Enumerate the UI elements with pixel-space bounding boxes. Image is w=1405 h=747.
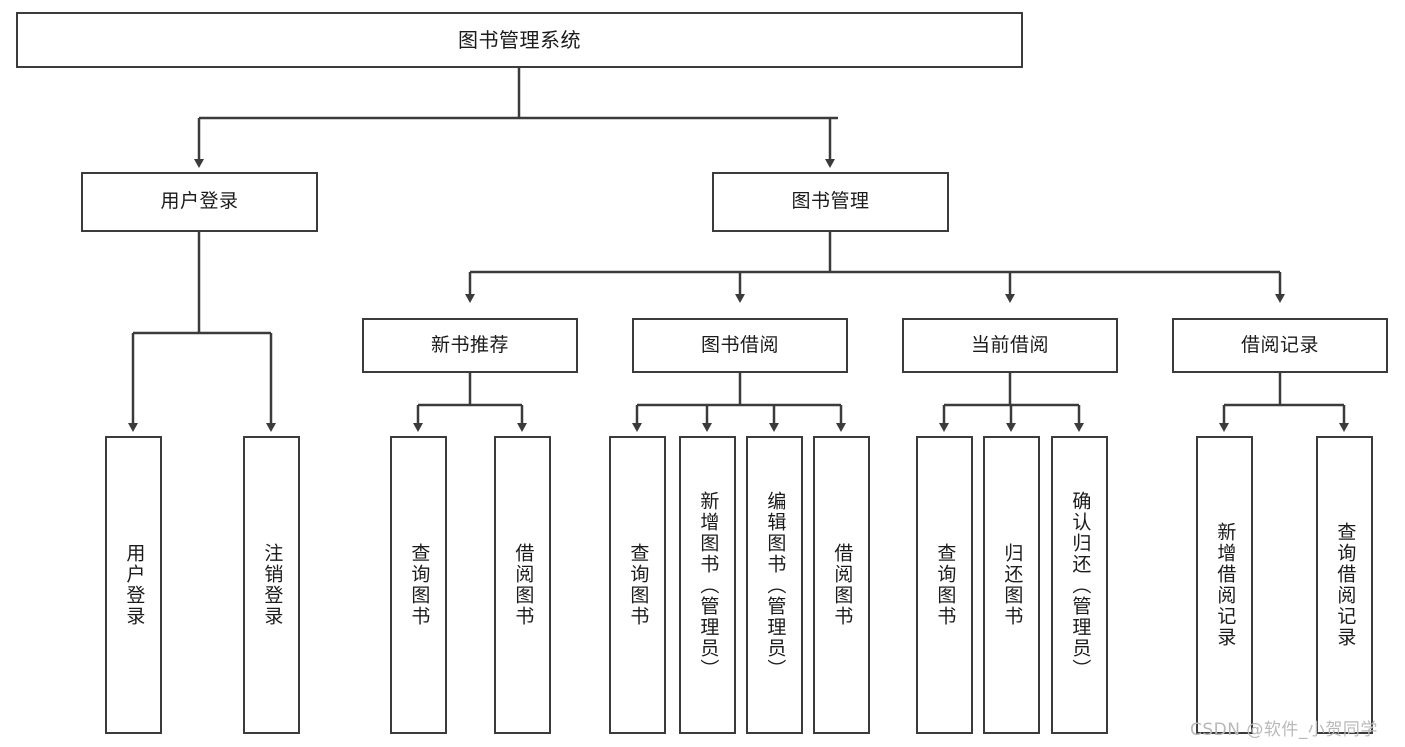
node-root-label: 图书管理系统 — [458, 27, 581, 52]
node-leaf-query-book-new-label: 查询图书 — [408, 543, 431, 627]
node-leaf-logout[interactable]: 注销登录 — [243, 436, 300, 734]
node-new-book-recommend[interactable]: 新书推荐 — [362, 318, 578, 373]
node-borrow-record[interactable]: 借阅记录 — [1172, 318, 1388, 373]
node-leaf-logout-label: 注销登录 — [261, 543, 284, 627]
node-book-borrow-label: 图书借阅 — [700, 333, 779, 356]
csdn-watermark: CSDN @软件_小贺同学 — [1190, 720, 1378, 740]
node-leaf-query-book-current-label: 查询图书 — [934, 543, 957, 627]
node-leaf-edit-book-admin-label: 编辑图书（管理员） — [764, 490, 787, 680]
node-leaf-user-login[interactable]: 用户登录 — [105, 436, 162, 734]
node-book-management-label: 图书管理 — [791, 190, 870, 213]
node-leaf-confirm-return-admin-label: 确认归还（管理员） — [1069, 490, 1092, 680]
node-leaf-return-book[interactable]: 归还图书 — [983, 436, 1040, 734]
node-leaf-return-book-label: 归还图书 — [1001, 543, 1024, 627]
node-current-borrow-label: 当前借阅 — [970, 333, 1049, 356]
node-leaf-add-borrow-record[interactable]: 新增借阅记录 — [1196, 436, 1253, 734]
node-leaf-query-borrow-record[interactable]: 查询借阅记录 — [1316, 436, 1373, 734]
node-leaf-add-book-admin-label: 新增图书（管理员） — [697, 490, 720, 680]
node-borrow-record-label: 借阅记录 — [1240, 333, 1319, 356]
node-leaf-query-book-new[interactable]: 查询图书 — [390, 436, 447, 734]
node-leaf-confirm-return-admin[interactable]: 确认归还（管理员） — [1051, 436, 1108, 734]
node-leaf-query-book-borrow-label: 查询图书 — [627, 543, 650, 627]
node-book-borrow[interactable]: 图书借阅 — [632, 318, 848, 373]
node-leaf-borrow-book-new-label: 借阅图书 — [512, 543, 535, 627]
node-user-login[interactable]: 用户登录 — [81, 172, 318, 232]
node-user-login-label: 用户登录 — [160, 190, 239, 213]
node-root[interactable]: 图书管理系统 — [16, 12, 1023, 68]
node-book-management[interactable]: 图书管理 — [712, 172, 949, 232]
node-leaf-query-borrow-record-label: 查询借阅记录 — [1334, 522, 1357, 648]
node-leaf-borrow-book[interactable]: 借阅图书 — [813, 436, 870, 734]
node-leaf-query-book-current[interactable]: 查询图书 — [916, 436, 973, 734]
node-current-borrow[interactable]: 当前借阅 — [902, 318, 1118, 373]
node-leaf-borrow-book-label: 借阅图书 — [831, 543, 854, 627]
node-new-book-recommend-label: 新书推荐 — [430, 333, 509, 356]
node-leaf-user-login-label: 用户登录 — [123, 543, 146, 627]
node-leaf-query-book-borrow[interactable]: 查询图书 — [609, 436, 666, 734]
node-leaf-add-book-admin[interactable]: 新增图书（管理员） — [679, 436, 736, 734]
node-leaf-edit-book-admin[interactable]: 编辑图书（管理员） — [746, 436, 803, 734]
node-leaf-borrow-book-new[interactable]: 借阅图书 — [494, 436, 551, 734]
node-leaf-add-borrow-record-label: 新增借阅记录 — [1214, 522, 1237, 648]
